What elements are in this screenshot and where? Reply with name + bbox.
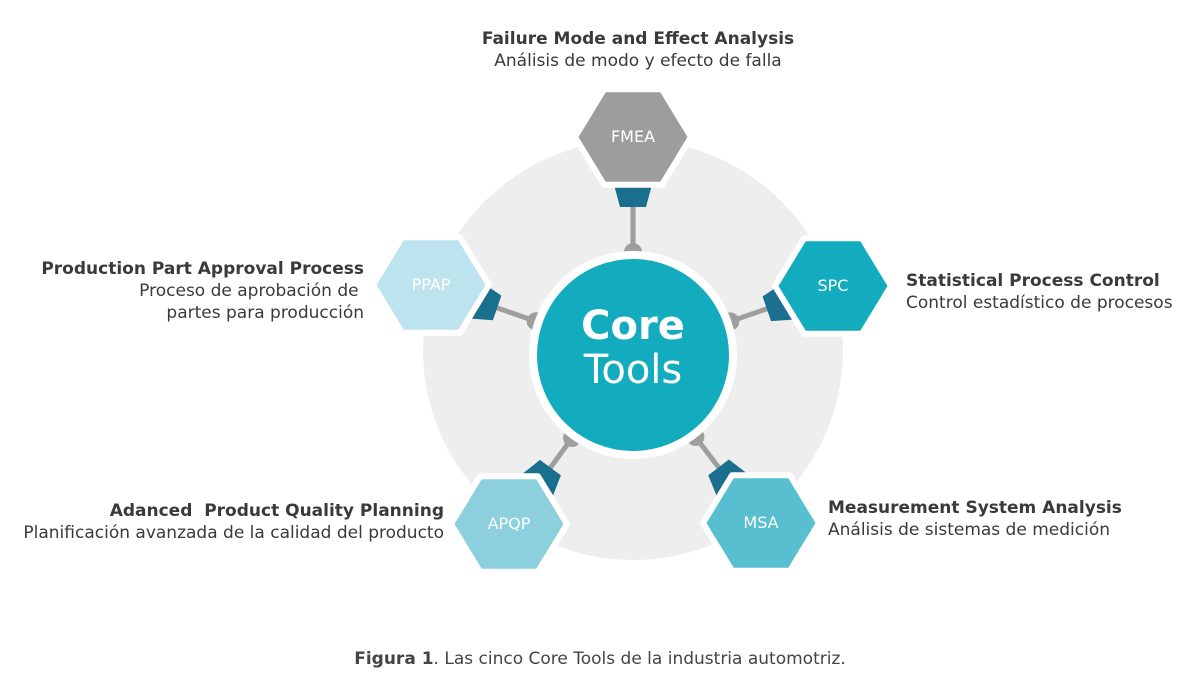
apqp-hexagon — [448, 473, 570, 575]
apqp-label: Adanced Product Quality Planning Planifi… — [4, 500, 444, 544]
caption-text: . Las cinco Core Tools de la industria a… — [433, 649, 846, 669]
ppap-subtitle-line1: Proceso de aprobación de — [139, 281, 364, 301]
spc-label: Statistical Process Control Control esta… — [906, 270, 1196, 314]
msa-hex-label: MSA — [743, 513, 779, 532]
ppap-hex-label: PPAP — [411, 275, 451, 294]
msa-title: Measurement System Analysis — [828, 498, 1122, 518]
fmea-title: Failure Mode and Effect Analysis — [481, 29, 795, 49]
spc-subtitle: Control estadístico de procesos — [906, 293, 1173, 313]
msa-label: Measurement System Analysis Análisis de … — [828, 497, 1158, 541]
center-circle — [529, 251, 737, 459]
ppap-subtitle-line2: partes para producción — [166, 303, 364, 323]
spc-hex-label: SPC — [817, 276, 849, 295]
msa-hexagon — [700, 472, 822, 574]
apqp-title: Adanced Product Quality Planning — [109, 501, 444, 521]
center-title-line2: Tools — [583, 347, 683, 393]
spc-hexagon — [772, 235, 894, 337]
caption-label: Figura 1 — [354, 649, 434, 669]
fmea-hexagon — [572, 86, 694, 188]
apqp-hex-label: APQP — [487, 514, 531, 533]
ppap-label: Production Part Approval Process Proceso… — [24, 258, 364, 324]
fmea-subtitle: Análisis de modo y efecto de falla — [494, 51, 782, 71]
center-title: Core Tools — [533, 303, 733, 391]
fmea-label: Failure Mode and Effect Analysis Análisi… — [438, 28, 838, 72]
ppap-title: Production Part Approval Process — [41, 259, 364, 279]
ppap-hexagon — [370, 234, 492, 336]
center-title-line1: Core — [581, 303, 685, 349]
apqp-subtitle: Planificación avanzada de la calidad del… — [23, 523, 444, 543]
fmea-hex-label: FMEA — [610, 127, 656, 146]
figure-caption: Figura 1. Las cinco Core Tools de la ind… — [0, 649, 1200, 669]
spc-title: Statistical Process Control — [906, 271, 1160, 291]
msa-subtitle: Análisis de sistemas de medición — [828, 520, 1110, 540]
